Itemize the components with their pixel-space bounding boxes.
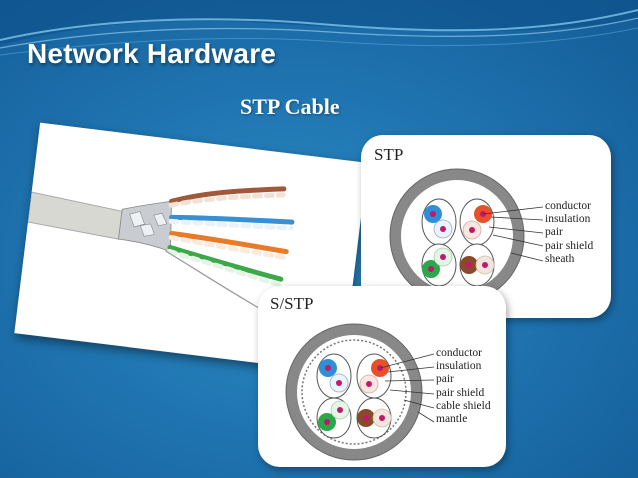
sstp-legend-item: pair shield: [436, 386, 485, 399]
stp-legend: conductor insulation pair pair shield sh…: [545, 200, 593, 266]
sstp-legend: conductor insulation pair pair shield ca…: [436, 347, 491, 426]
sstp-legend-item: conductor: [436, 347, 482, 359]
stp-legend-item: sheath: [545, 252, 575, 265]
slide-title: Network Hardware: [27, 38, 277, 69]
stp-label: STP: [374, 145, 404, 164]
header-wave-decoration: [0, 0, 638, 56]
sstp-legend-item: pair: [436, 373, 454, 386]
sstp-legend-item: insulation: [436, 360, 482, 373]
stp-legend-item: insulation: [545, 213, 591, 226]
stp-legend-item: pair: [545, 226, 563, 239]
stp-cable-photo: [14, 122, 368, 374]
sstp-label: S/STP: [270, 294, 314, 313]
stp-legend-item: pair shield: [545, 239, 594, 252]
cable-illustration: [27, 186, 295, 325]
sstp-diagram-card: S/STP conductor insulation: [258, 286, 506, 467]
sstp-cross-section: [285, 323, 435, 461]
stp-cross-section: [389, 168, 544, 304]
sstp-legend-item: mantle: [436, 413, 468, 426]
stp-legend-item: conductor: [545, 200, 591, 212]
slide-subtitle: STP Cable: [240, 94, 340, 119]
sstp-legend-item: cable shield: [436, 399, 491, 412]
